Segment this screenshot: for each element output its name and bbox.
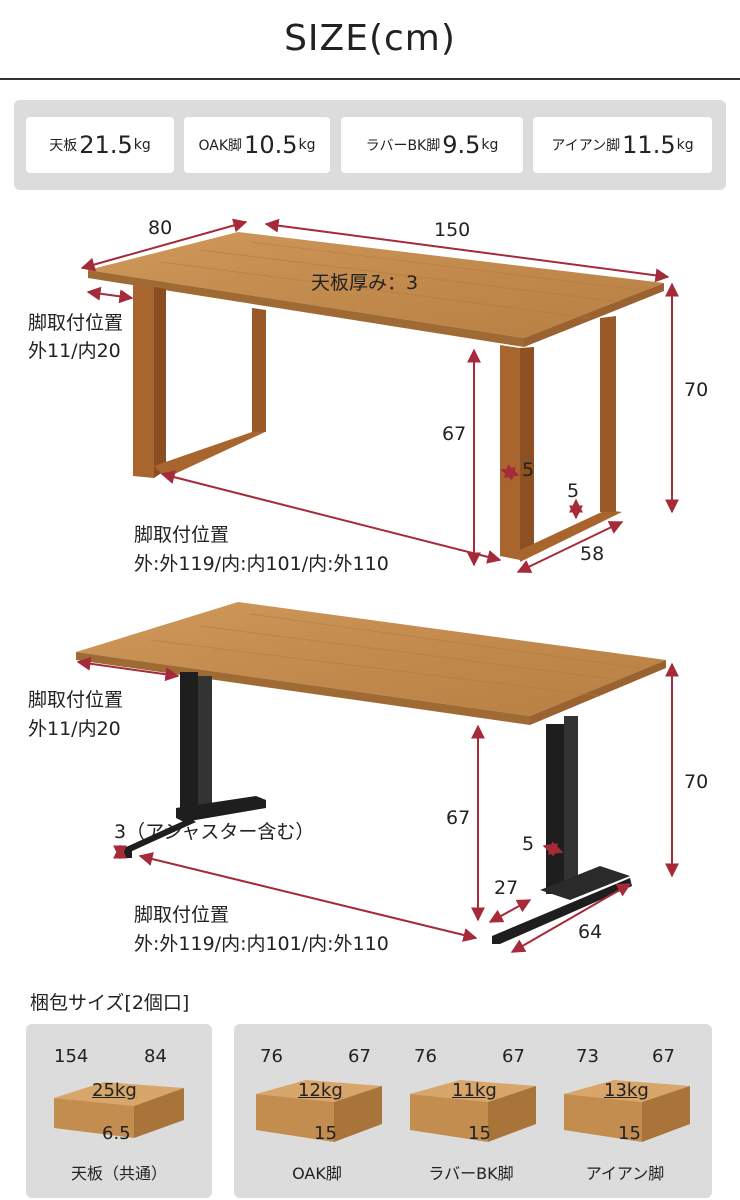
dim-depth-80: 80: [148, 217, 172, 239]
iron-dim-height-70: 70: [684, 771, 708, 793]
box-icon: [564, 1080, 690, 1142]
page-title: SIZE(cm): [284, 18, 456, 59]
iron-dim-foot-27: 27: [494, 877, 518, 899]
box-icon: [256, 1080, 382, 1142]
dim-height-67: 67: [442, 423, 466, 445]
iron-dim-height-67: 67: [446, 807, 470, 829]
dim-leg-width-5: 5: [522, 459, 534, 481]
packing-box-rubber: 76 67 11kg 15 ラバーBK脚: [396, 1024, 546, 1198]
iron-dim-leg-depth-64: 64: [578, 921, 602, 943]
packing-box-top: 154 84 25kg 6.5 天板（共通）: [44, 1024, 194, 1198]
size-diagrams: 80 150 天板厚み：3 70 67 5 5 58 脚取付位置 外11/内20…: [28, 217, 708, 955]
table-diagram-oak: 80 150 天板厚み：3 70 67 5 5 58 脚取付位置 外11/内20…: [28, 217, 708, 575]
mount-side-label: 脚取付位置: [28, 312, 123, 334]
packing-box-oak: 76 67 12kg 15 OAK脚: [242, 1024, 392, 1198]
iron-mount-side-label: 脚取付位置: [28, 689, 123, 711]
adjuster-height: 3（アジャスター含む）: [114, 821, 314, 843]
box-icon: [410, 1080, 536, 1142]
dim-height-70: 70: [684, 379, 708, 401]
packing-panel-legs: 76 67 12kg 15 OAK脚 76 67 11kg 15 ラバーBK脚 …: [234, 1024, 712, 1198]
dim-length-150: 150: [434, 219, 470, 241]
table-diagram-iron: 脚取付位置 外11/内20 3（アジャスター含む） 70 67 5 27 64 …: [28, 602, 708, 955]
iron-dim-leg-width-5: 5: [522, 833, 534, 855]
dim-top-thickness: 天板厚み：3: [311, 272, 418, 294]
packing-box-iron: 73 67 13kg 15 アイアン脚: [550, 1024, 700, 1198]
packing-title: 梱包サイズ[2個口]: [30, 992, 190, 1014]
dim-leg-depth-58: 58: [580, 543, 604, 565]
iron-mount-front-label: 脚取付位置: [134, 904, 229, 926]
mount-side-value: 外11/内20: [28, 340, 121, 362]
dim-leg-foot-5: 5: [567, 480, 579, 502]
iron-mount-front-value: 外:外119/内:内101/内:外110: [134, 933, 389, 955]
title-divider: [0, 78, 740, 80]
iron-mount-side-value: 外11/内20: [28, 718, 121, 740]
box-icon: [54, 1082, 184, 1138]
mount-front-label: 脚取付位置: [134, 524, 229, 546]
mount-front-value: 外:外119/内:内101/内:外110: [134, 553, 389, 575]
packing-panel-top: 154 84 25kg 6.5 天板（共通）: [26, 1024, 212, 1198]
